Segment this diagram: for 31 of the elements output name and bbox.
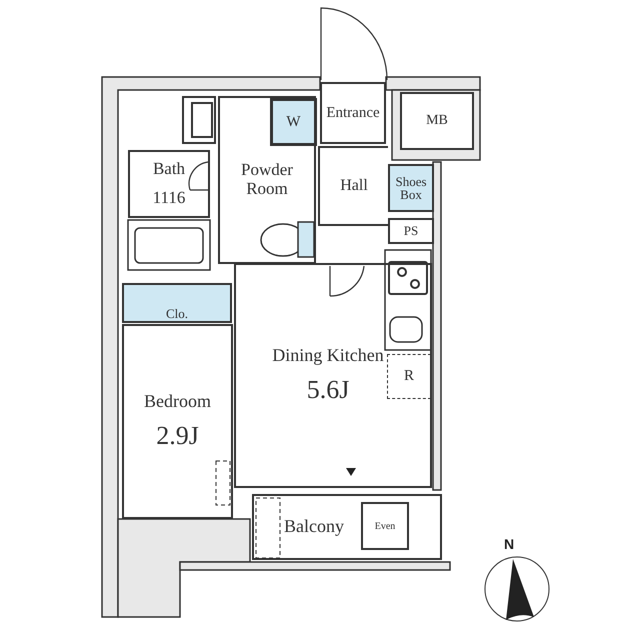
outdoor-unit-space [361, 502, 409, 550]
powder-room [218, 96, 316, 264]
room-label: Powder Room [240, 161, 294, 199]
room-label: MB [426, 113, 448, 129]
washer-space [270, 98, 317, 146]
room-label: Entrance [326, 104, 380, 122]
entrance-area [320, 82, 386, 144]
bedroom [122, 324, 233, 519]
room-label: Bedroom [144, 392, 211, 412]
closet [122, 283, 232, 323]
meter-box [400, 92, 474, 150]
room-size: 5.6J [306, 376, 350, 405]
fridge-space [387, 354, 431, 399]
room-label: R [404, 368, 414, 385]
balcony [252, 494, 442, 560]
room-label: Dining Kitchen [272, 346, 384, 366]
north-label: N [504, 536, 514, 552]
room-label: Balcony [284, 517, 344, 537]
room-label: PS [404, 224, 418, 238]
room-size: 2.9J [156, 422, 199, 451]
pipe-space [388, 218, 434, 244]
shoe-cabinet [388, 164, 434, 212]
room-label: Clo. [166, 306, 188, 321]
room-label: Shoes Box [394, 175, 428, 201]
room-label: Bath [152, 160, 186, 179]
bath-room [128, 150, 210, 218]
room-label: Hall [340, 177, 368, 195]
room-label: Even [374, 520, 396, 532]
dining-kitchen [234, 263, 432, 488]
room-label: W [286, 114, 301, 130]
room-size: 1116 [152, 189, 186, 208]
